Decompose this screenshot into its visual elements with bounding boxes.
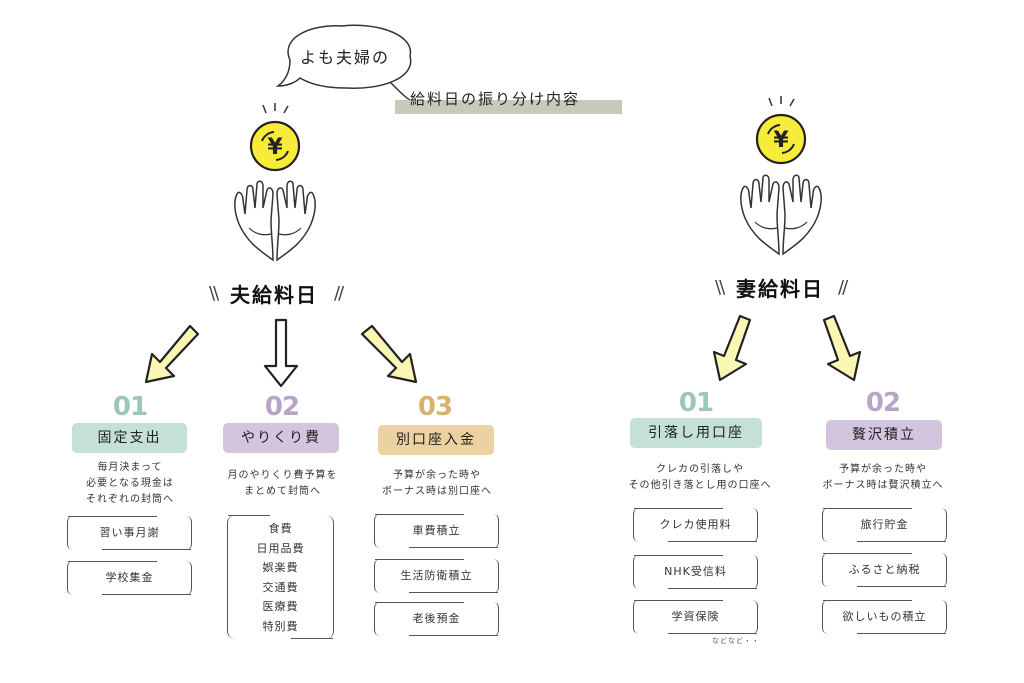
slash-deco-left: \\	[209, 283, 219, 304]
bubble-text: よも夫婦の	[300, 48, 391, 67]
list-item: 医療費	[262, 600, 299, 613]
arrow-down-right-icon	[360, 324, 418, 384]
list-item: 食費	[268, 522, 293, 535]
list-item: 日用品費	[256, 541, 305, 555]
item-list-box: 食費 日用品費 娯楽費 交通費 医療費 特別費	[227, 515, 334, 639]
coin-icon: ¥	[755, 96, 807, 165]
arrow-down-right-icon	[822, 314, 862, 382]
wife-title: 妻給料日	[736, 277, 824, 301]
item-box: 車費積立	[374, 514, 499, 548]
title-highlight	[395, 100, 622, 114]
arrow-down-left-icon	[712, 314, 752, 382]
category-description: 月のやりくり費予算を まとめて封筒へ	[227, 470, 338, 497]
slash-deco-right: //	[838, 277, 848, 298]
coin-icon: ¥	[249, 103, 301, 172]
item-box: クレカ使用料	[633, 508, 758, 542]
item-box: ふるさと納税	[822, 553, 947, 587]
etc-note: などなど・・	[712, 637, 760, 645]
category-badge: 別口座入金	[378, 425, 494, 455]
arrow-down-icon	[263, 318, 299, 388]
category-badge: 贅沢積立	[826, 420, 942, 450]
category-badge: やりくり費	[223, 423, 339, 453]
speech-bubble	[275, 24, 412, 101]
item-box: 習い事月謝	[67, 516, 192, 550]
item-box: NHK受信料	[633, 555, 758, 589]
svg-text:¥: ¥	[267, 135, 283, 160]
step-number: 01	[112, 392, 148, 422]
slash-deco-left: \\	[715, 277, 725, 298]
category-description: 予算が余った時や ボーナス時は贅沢積立へ	[822, 464, 944, 491]
category-description: 毎月決まって 必要となる現金は それぞれの封筒へ	[86, 462, 174, 505]
hands-icon	[740, 174, 822, 256]
category-badge: 固定支出	[72, 423, 187, 453]
category-badge: 引落し用口座	[630, 418, 762, 448]
list-item: 特別費	[262, 619, 299, 633]
svg-text:¥: ¥	[773, 128, 789, 153]
item-box: 旅行貯金	[822, 508, 947, 542]
category-description: クレカの引落しや その他引き落とし用の口座へ	[628, 464, 772, 491]
step-number: 02	[264, 392, 300, 422]
list-item: 交通費	[262, 580, 299, 594]
hands-icon	[234, 180, 316, 262]
step-number: 03	[417, 392, 453, 422]
page-title: 給料日の振り分け内容	[410, 90, 581, 108]
slash-deco-right: //	[334, 283, 344, 304]
category-description: 予算が余った時や ボーナス時は別口座へ	[382, 470, 492, 497]
arrow-down-left-icon	[144, 324, 200, 384]
item-box: 学校集金	[67, 561, 192, 595]
item-box: 学資保険	[633, 600, 758, 634]
husband-title: 夫給料日	[230, 283, 318, 307]
step-number: 01	[678, 388, 714, 418]
item-box: 生活防衛積立	[374, 559, 499, 593]
list-item: 娯楽費	[262, 561, 299, 574]
step-number: 02	[865, 388, 901, 418]
item-box: 欲しいもの積立	[822, 600, 947, 634]
item-box: 老後預金	[374, 602, 499, 636]
